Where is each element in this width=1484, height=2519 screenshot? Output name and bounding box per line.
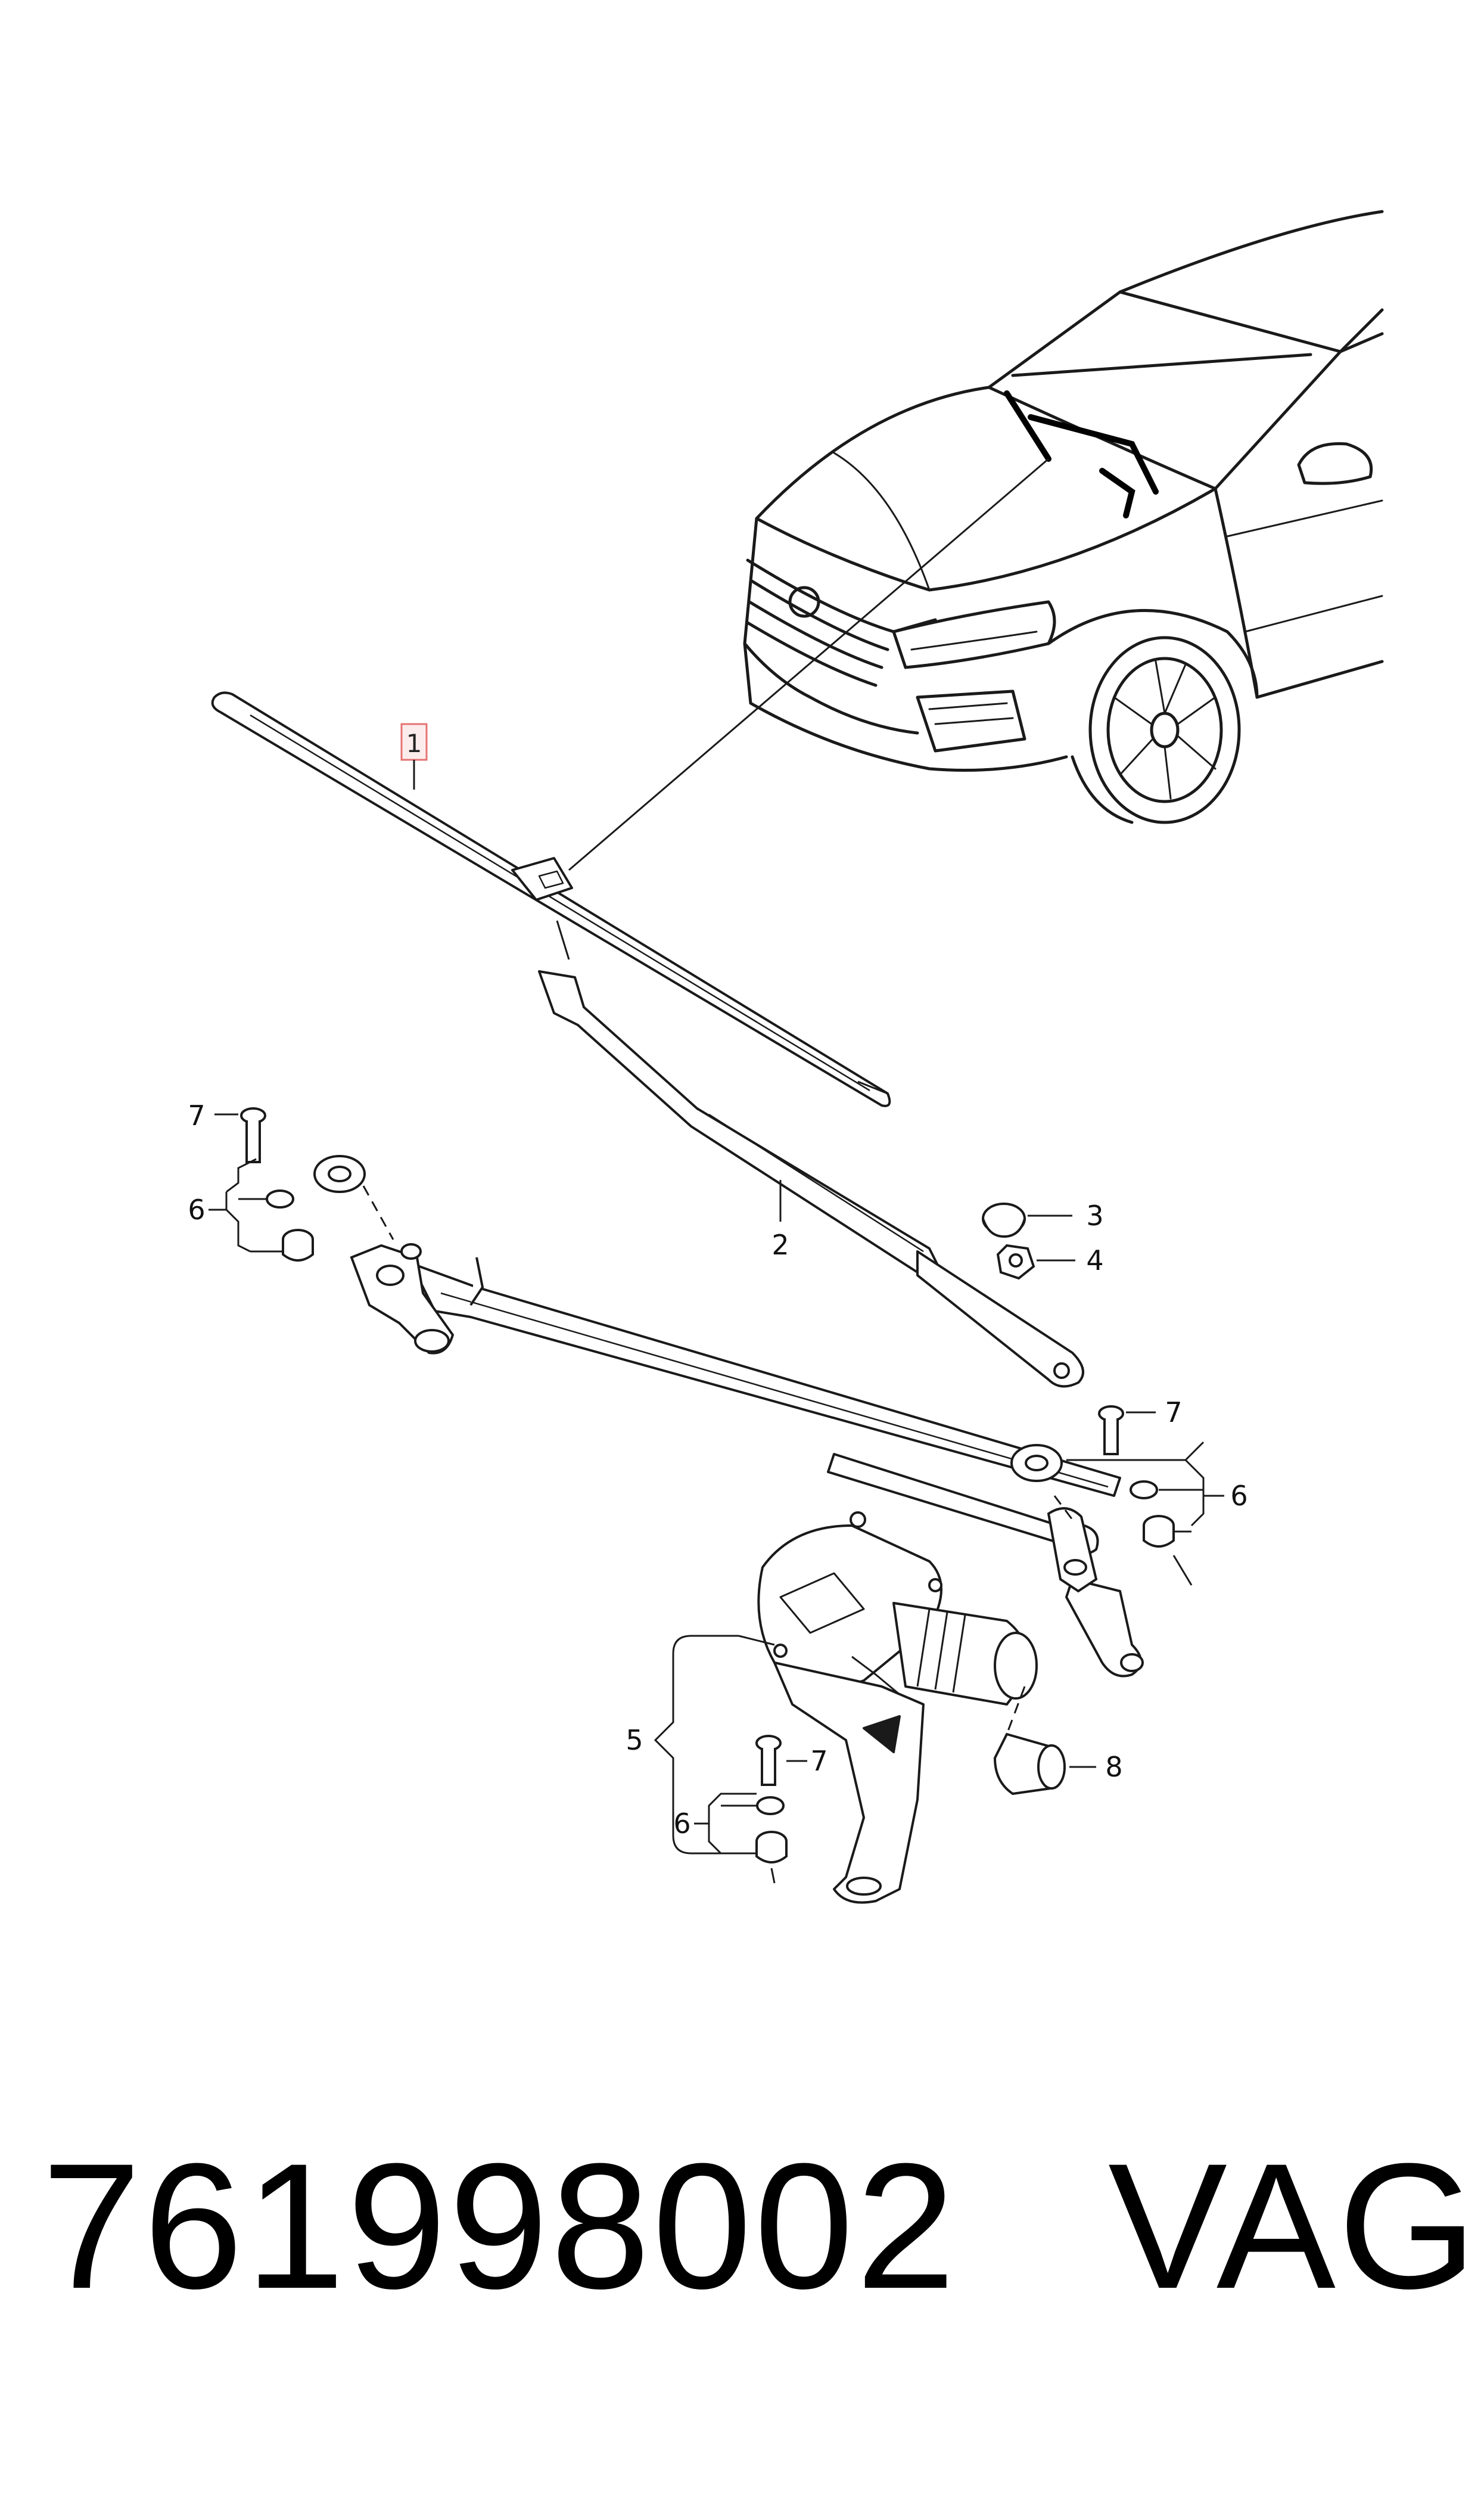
bracket-lines <box>654 1635 775 1855</box>
dashed-guides <box>362 1185 1074 1735</box>
rubber-grommet <box>993 1732 1066 1796</box>
fastener-group-left <box>240 1107 314 1262</box>
callout-8[interactable]: 8 <box>1105 1751 1122 1783</box>
wiper-linkage <box>410 1257 1144 1678</box>
wiper-on-vehicle <box>1004 390 1159 518</box>
bushing <box>1010 1444 1063 1482</box>
callout-7-top-left[interactable]: 7 <box>188 1099 205 1132</box>
bracket-lines <box>694 1760 807 1884</box>
callout-6-right[interactable]: 6 <box>1230 1480 1247 1512</box>
left-pivot <box>350 1243 455 1355</box>
brand-label: VAG <box>1108 2126 1480 2326</box>
bracket-lines <box>209 1113 283 1253</box>
callout-6-bottom[interactable]: 6 <box>673 1807 690 1840</box>
bushing <box>313 1155 366 1193</box>
leader-line <box>556 920 570 960</box>
leader-line <box>568 458 1049 871</box>
fastener-group-bottom <box>755 1735 788 1863</box>
bracket-lines <box>1066 1411 1224 1586</box>
wiper-blade <box>211 691 891 1107</box>
callout-1-label: 1 <box>406 729 422 758</box>
wiper-arm <box>538 970 1084 1388</box>
callout-1[interactable]: 1 <box>400 723 428 790</box>
wiper-motor <box>757 1511 1038 1904</box>
callout-2[interactable]: 2 <box>771 1229 789 1261</box>
callout-6-top-left[interactable]: 6 <box>188 1194 205 1226</box>
callout-3[interactable]: 3 <box>1086 1200 1103 1232</box>
callout-7-right[interactable]: 7 <box>1165 1396 1182 1428</box>
fastener-group-right <box>1098 1405 1175 1548</box>
vehicle-illustration <box>743 210 1384 824</box>
right-pivot <box>1047 1507 1098 1593</box>
callout-5[interactable]: 5 <box>626 1724 643 1756</box>
part-number: 761998002 <box>42 2126 958 2326</box>
callout-7-bottom[interactable]: 7 <box>810 1745 827 1777</box>
callout-4[interactable]: 4 <box>1086 1244 1103 1276</box>
nut-part <box>996 1244 1035 1280</box>
cap-part <box>982 1203 1026 1238</box>
